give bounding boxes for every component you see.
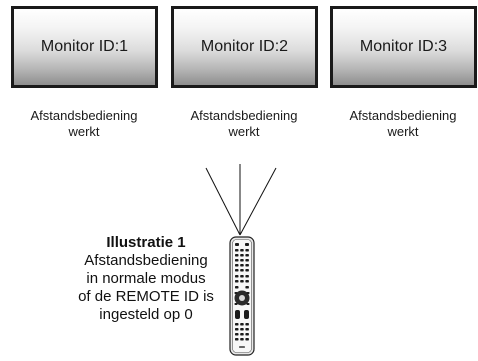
monitor-3: Monitor ID:3: [330, 6, 477, 88]
illustration-line-3: of de REMOTE ID is: [78, 288, 214, 305]
monitor-2: Monitor ID:2: [171, 6, 318, 88]
illustration-line-4: ingesteld op 0: [99, 306, 193, 323]
monitor-3-label: Monitor ID:3: [359, 38, 448, 55]
monitor-1-caption-line1: Afstandsbediening: [30, 108, 138, 123]
monitor-1: Monitor ID:1: [11, 6, 158, 88]
monitor-1-caption: Afstandsbediening werkt: [9, 108, 159, 140]
monitor-2-caption: Afstandsbediening werkt: [169, 108, 319, 140]
remote-control-icon: [229, 236, 255, 356]
monitor-2-caption-line2: werkt: [228, 124, 260, 139]
illustration-caption: Illustratie 1 Afstandsbediening in norma…: [56, 234, 236, 324]
monitor-2-label: Monitor ID:2: [200, 38, 289, 55]
illustration-line-2: in normale modus: [86, 270, 206, 287]
monitor-2-caption-line1: Afstandsbediening: [190, 108, 298, 123]
illustration-title: Illustratie 1: [106, 234, 186, 251]
monitor-3-caption: Afstandsbediening werkt: [328, 108, 478, 140]
signal-rays: [205, 164, 277, 236]
monitor-1-caption-line2: werkt: [68, 124, 100, 139]
illustration-line-1: Afstandsbediening: [84, 252, 208, 269]
monitor-1-label: Monitor ID:1: [40, 38, 129, 55]
monitor-3-caption-line2: werkt: [387, 124, 419, 139]
monitor-3-caption-line1: Afstandsbediening: [349, 108, 457, 123]
